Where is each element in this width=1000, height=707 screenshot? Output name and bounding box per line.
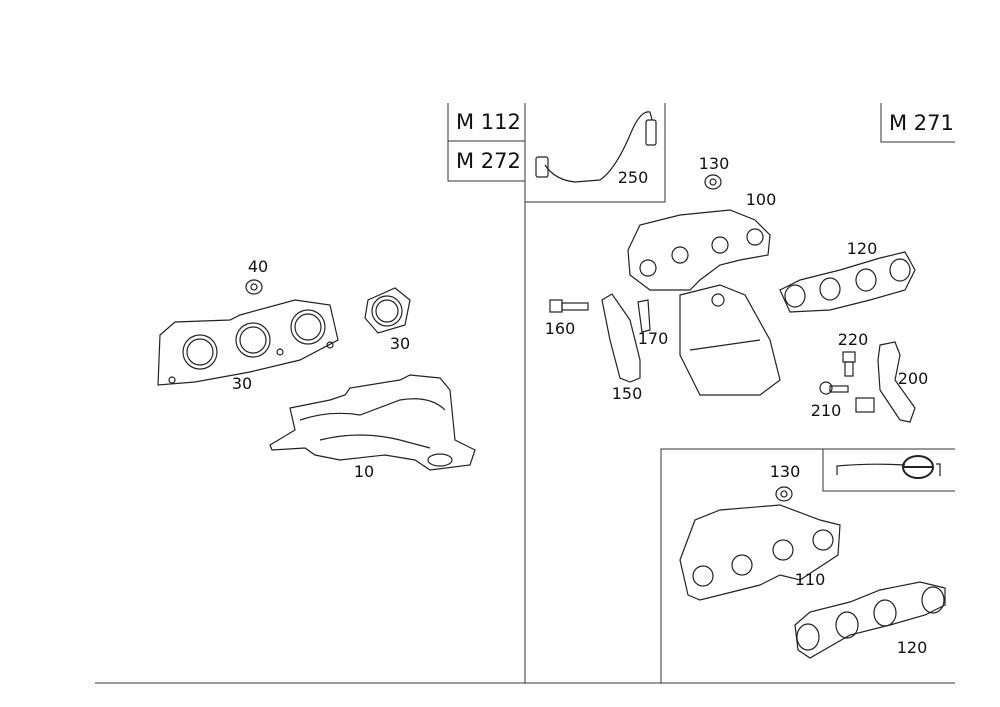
callout-30: 30 — [231, 374, 253, 393]
callout-40: 40 — [247, 257, 269, 276]
part-150-heat-shield — [601, 293, 641, 383]
engine-label-m112: M 112 — [456, 110, 521, 134]
part-110-exhaust-manifold — [679, 504, 841, 601]
part-130-nut-inset — [775, 486, 793, 502]
part-100-manifold-catalyst — [627, 209, 781, 396]
callout-250: 250 — [617, 168, 649, 187]
callout-210: 210 — [810, 401, 842, 420]
part-10-exhaust-manifold — [269, 374, 476, 471]
callout-170: 170 — [637, 329, 669, 348]
part-130-nut — [704, 174, 722, 190]
callout-110: 110 — [794, 570, 826, 589]
callout-150: 150 — [611, 384, 643, 403]
engine-label-m272: M 272 — [456, 149, 521, 173]
part-40-nut — [245, 279, 263, 295]
part-250-oxygen-sensor — [535, 111, 657, 183]
callout-10: 10 — [353, 462, 375, 481]
callout-130: 130 — [698, 154, 730, 173]
callout-30: 30 — [389, 334, 411, 353]
callout-100: 100 — [745, 190, 777, 209]
part-120-gasket-inset — [794, 581, 946, 659]
callout-120: 120 — [846, 239, 878, 258]
frame-lines — [95, 103, 955, 684]
callout-200: 200 — [897, 369, 929, 388]
part-30-gasket-round — [364, 287, 411, 334]
callout-160: 160 — [544, 319, 576, 338]
engine-side-symbol — [836, 455, 941, 479]
part-120-gasket — [779, 251, 916, 313]
part-30-gasket-strip — [157, 299, 339, 386]
part-170-clip — [637, 299, 651, 333]
callout-120: 120 — [896, 638, 928, 657]
part-210-bolt — [819, 381, 849, 395]
engine-label-m271: M 271 — [889, 111, 954, 135]
part-200-bracket — [855, 341, 916, 423]
callout-130: 130 — [769, 462, 801, 481]
callout-220: 220 — [837, 330, 869, 349]
part-220-bolt — [842, 351, 856, 377]
part-160-bolt — [549, 299, 589, 313]
